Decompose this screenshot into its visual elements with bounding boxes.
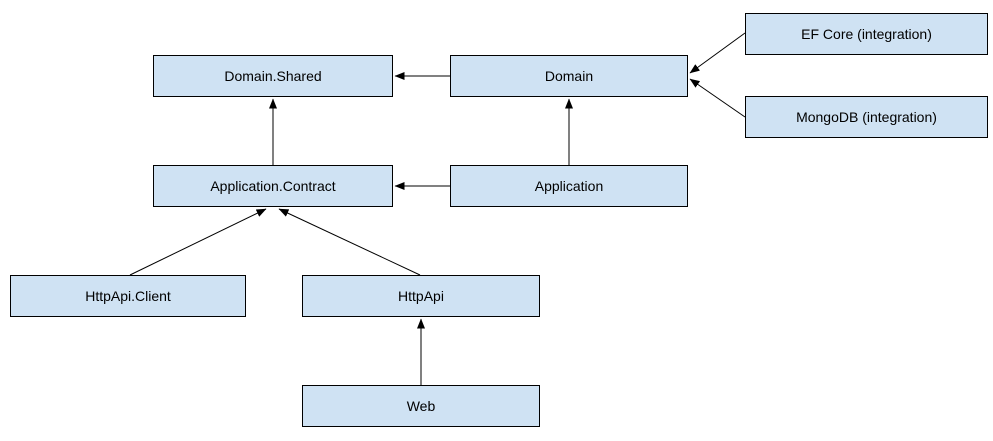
node-application-contract: Application.Contract bbox=[153, 165, 393, 207]
node-mongodb-integration-label: MongoDB (integration) bbox=[796, 109, 937, 125]
node-web: Web bbox=[302, 385, 540, 427]
edge-httpapi-to-application-contract bbox=[278, 208, 421, 276]
edge-httpapi-client-to-application-contract bbox=[129, 208, 267, 276]
node-application-label: Application bbox=[534, 178, 604, 194]
edge-mongodb-to-domain bbox=[689, 78, 746, 118]
node-application: Application bbox=[450, 165, 688, 207]
edge-ef-core-to-domain bbox=[689, 32, 746, 74]
node-httpapi-label: HttpApi bbox=[398, 288, 444, 304]
node-httpapi-client: HttpApi.Client bbox=[10, 275, 246, 317]
node-mongodb-integration: MongoDB (integration) bbox=[745, 96, 988, 138]
node-ef-core-integration: EF Core (integration) bbox=[745, 13, 988, 55]
node-domain: Domain bbox=[450, 55, 688, 97]
node-web-label: Web bbox=[406, 398, 436, 414]
node-domain-shared-label: Domain.Shared bbox=[224, 68, 322, 84]
node-httpapi: HttpApi bbox=[302, 275, 540, 317]
node-application-contract-label: Application.Contract bbox=[210, 178, 336, 194]
node-domain-label: Domain bbox=[544, 68, 594, 84]
node-ef-core-integration-label: EF Core (integration) bbox=[801, 26, 932, 42]
node-domain-shared: Domain.Shared bbox=[153, 55, 393, 97]
node-httpapi-client-label: HttpApi.Client bbox=[85, 288, 171, 304]
